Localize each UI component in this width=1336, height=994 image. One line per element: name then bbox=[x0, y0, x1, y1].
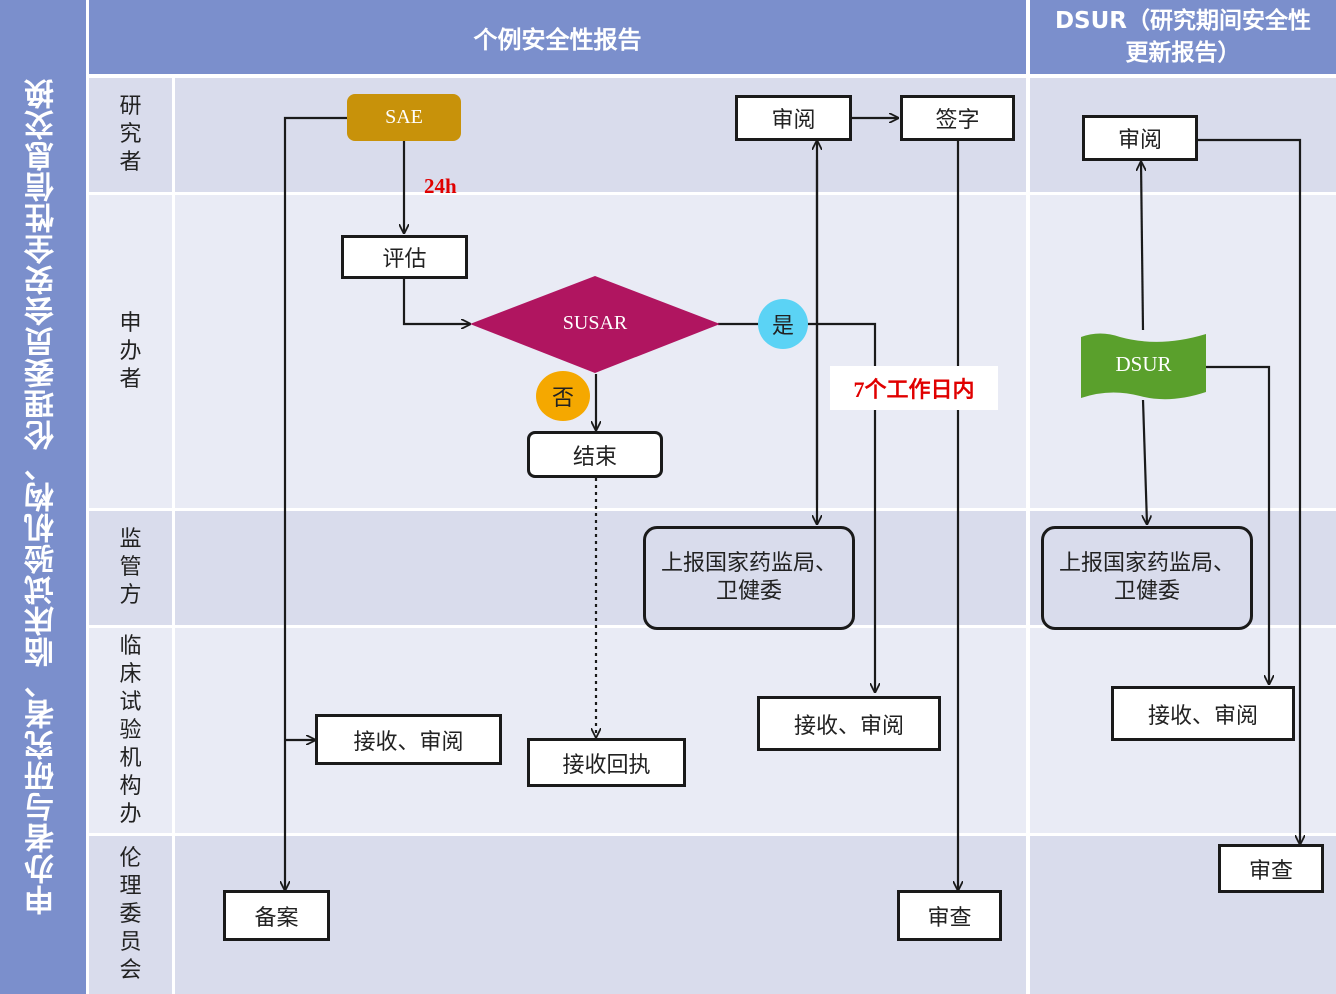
node-report-regulator-1-text: 上报国家药监局、卫健委 bbox=[660, 551, 837, 604]
no-circle: 否 bbox=[536, 371, 590, 421]
row-label-sponsor-text: 申办者 bbox=[119, 310, 142, 392]
node-receive-receipt: 接收回执 bbox=[527, 738, 686, 787]
row-label-regulator-text: 监管方 bbox=[119, 527, 142, 608]
node-dsur-doc-label: DSUR bbox=[1115, 352, 1172, 376]
row-label-institution: 临床试验机构办 bbox=[89, 628, 172, 833]
node-review-top-text: 审阅 bbox=[771, 108, 816, 133]
node-ethics-review-2-text: 审查 bbox=[1248, 858, 1293, 884]
node-assess-text: 评估 bbox=[382, 247, 427, 272]
arrow-assess-susar bbox=[402, 279, 470, 324]
column-header-individual: 个例安全性报告 bbox=[89, 0, 1026, 74]
node-end-text: 结束 bbox=[572, 444, 617, 470]
node-report-regulator-1: 上报国家药监局、卫健委 bbox=[643, 526, 855, 630]
node-end: 结束 bbox=[527, 431, 663, 478]
node-file: 备案 bbox=[223, 890, 330, 941]
node-susar-label: SUSAR bbox=[562, 312, 628, 334]
yes-circle-text: 是 bbox=[771, 314, 794, 339]
row-label-ethics-text: 伦理委员会 bbox=[119, 846, 142, 983]
node-receive-receipt-text: 接收回执 bbox=[562, 752, 651, 778]
arrow-sae-file bbox=[285, 116, 347, 890]
node-dsur-review-text: 审阅 bbox=[1117, 128, 1162, 153]
node-sign: 签字 bbox=[900, 95, 1015, 141]
node-receive-review-3: 接收、审阅 bbox=[1111, 686, 1295, 741]
arrow-dsur-review bbox=[1141, 162, 1143, 331]
row-label-institution-text: 临床试验机构办 bbox=[119, 633, 142, 827]
band-regulator bbox=[89, 511, 1026, 625]
seven-days-label: 7个工作日内 bbox=[830, 366, 998, 410]
node-sae-text: SAE bbox=[385, 106, 423, 128]
column-header-individual-text: 个例安全性报告 bbox=[473, 25, 642, 54]
node-receive-review-2-text: 接收、审阅 bbox=[793, 713, 904, 739]
dsur-document-shape bbox=[1081, 333, 1206, 400]
row-label-regulator: 监管方 bbox=[89, 511, 172, 625]
susar-diamond bbox=[470, 276, 720, 373]
row-label-sponsor: 申办者 bbox=[89, 195, 172, 508]
node-receive-review-1-text: 接收、审阅 bbox=[353, 729, 464, 755]
yes-circle: 是 bbox=[758, 299, 808, 349]
column-header-dsur-text: DSUR（研究期间安全性更新报告） bbox=[1054, 8, 1312, 66]
node-dsur-review: 审阅 bbox=[1082, 115, 1198, 161]
node-ethics-review-1-text: 审查 bbox=[927, 905, 972, 931]
node-review-top: 审阅 bbox=[735, 95, 852, 141]
column-header-dsur: DSUR（研究期间安全性更新报告） bbox=[1030, 0, 1336, 74]
arrow-dsur-review-ethics bbox=[1198, 138, 1300, 844]
row-label-divider bbox=[172, 78, 175, 994]
timing-24h: 24h bbox=[424, 174, 457, 198]
node-ethics-review-2: 审查 bbox=[1218, 844, 1324, 893]
node-receive-review-2: 接收、审阅 bbox=[757, 696, 941, 751]
node-report-regulator-2: 上报国家药监局、卫健委 bbox=[1041, 526, 1253, 630]
node-assess: 评估 bbox=[341, 235, 468, 279]
band-researcher bbox=[89, 78, 1026, 192]
node-sign-text: 签字 bbox=[935, 108, 980, 133]
node-report-regulator-2-text: 上报国家药监局、卫健委 bbox=[1058, 551, 1235, 604]
node-sae: SAE bbox=[347, 94, 461, 141]
row-label-researcher-text: 研究者 bbox=[119, 94, 142, 175]
arrow-dsur-receive bbox=[1206, 365, 1269, 684]
no-circle-text: 否 bbox=[551, 386, 574, 411]
seven-days-text: 7个工作日内 bbox=[853, 377, 975, 402]
node-file-text: 备案 bbox=[254, 905, 299, 931]
row-label-researcher: 研究者 bbox=[89, 78, 172, 192]
row-label-ethics: 伦理委员会 bbox=[89, 836, 172, 994]
node-receive-review-3-text: 接收、审阅 bbox=[1147, 703, 1258, 729]
node-receive-review-1: 接收、审阅 bbox=[315, 714, 502, 765]
node-ethics-review-1: 审查 bbox=[897, 890, 1002, 941]
arrow-dsur-report bbox=[1143, 399, 1147, 524]
